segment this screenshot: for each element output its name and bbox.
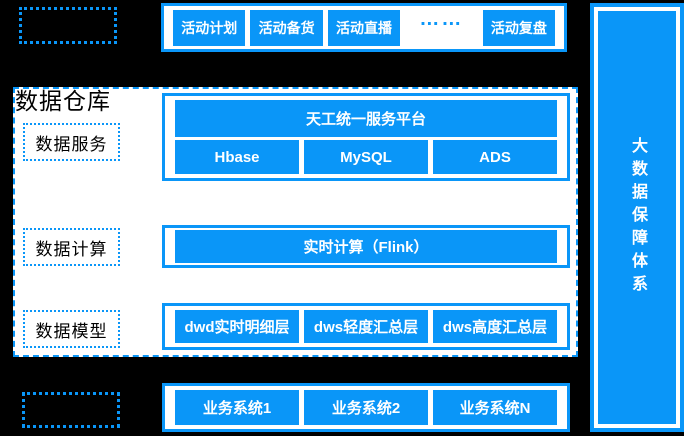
data-model-container: dwd实时明细层 dws轻度汇总层 dws高度汇总层 (162, 303, 570, 350)
guarantee-bar-fill: 大数据保障体系 (598, 11, 676, 424)
row-label-data-model: 数据模型 (23, 310, 120, 348)
service-stores-row: Hbase MySQL ADS (175, 140, 557, 174)
row-label-data-service: 数据服务 (23, 123, 120, 161)
store-mysql-box: MySQL (304, 140, 428, 174)
activity-step-live: 活动直播 (327, 9, 401, 46)
activity-step-stock: 活动备货 (250, 9, 323, 46)
activity-ellipsis: …… (419, 8, 464, 31)
business-system-2-box: 业务系统2 (304, 390, 428, 425)
activity-step-plan: 活动计划 (173, 9, 246, 46)
big-data-guarantee-bar: 大数据保障体系 (590, 3, 684, 432)
business-system-1-box: 业务系统1 (175, 390, 299, 425)
activity-step-review: 活动复盘 (482, 9, 556, 46)
bottom-left-placeholder-box (22, 392, 120, 428)
row-label-data-compute: 数据计算 (23, 228, 120, 266)
business-system-n-box: 业务系统N (433, 390, 557, 425)
layer-dws-high-box: dws高度汇总层 (433, 310, 557, 343)
store-hbase-box: Hbase (175, 140, 299, 174)
layer-dws-light-box: dws轻度汇总层 (304, 310, 428, 343)
store-ads-box: ADS (433, 140, 557, 174)
business-systems-container: 业务系统1 业务系统2 业务系统N (162, 383, 570, 432)
data-compute-container: 实时计算（Flink） (162, 225, 570, 268)
service-platform-box: 天工统一服务平台 (175, 100, 557, 137)
data-service-container: 天工统一服务平台 Hbase MySQL ADS (162, 93, 570, 181)
compute-flink-box: 实时计算（Flink） (175, 230, 557, 263)
guarantee-bar-label: 大数据保障体系 (629, 137, 646, 298)
data-warehouse-title: 数据仓库 (15, 88, 111, 114)
top-left-placeholder-box (19, 7, 117, 44)
layer-dwd-detail-box: dwd实时明细层 (175, 310, 299, 343)
activity-flow-container: 活动计划 活动备货 活动直播 …… 活动复盘 (161, 3, 567, 52)
